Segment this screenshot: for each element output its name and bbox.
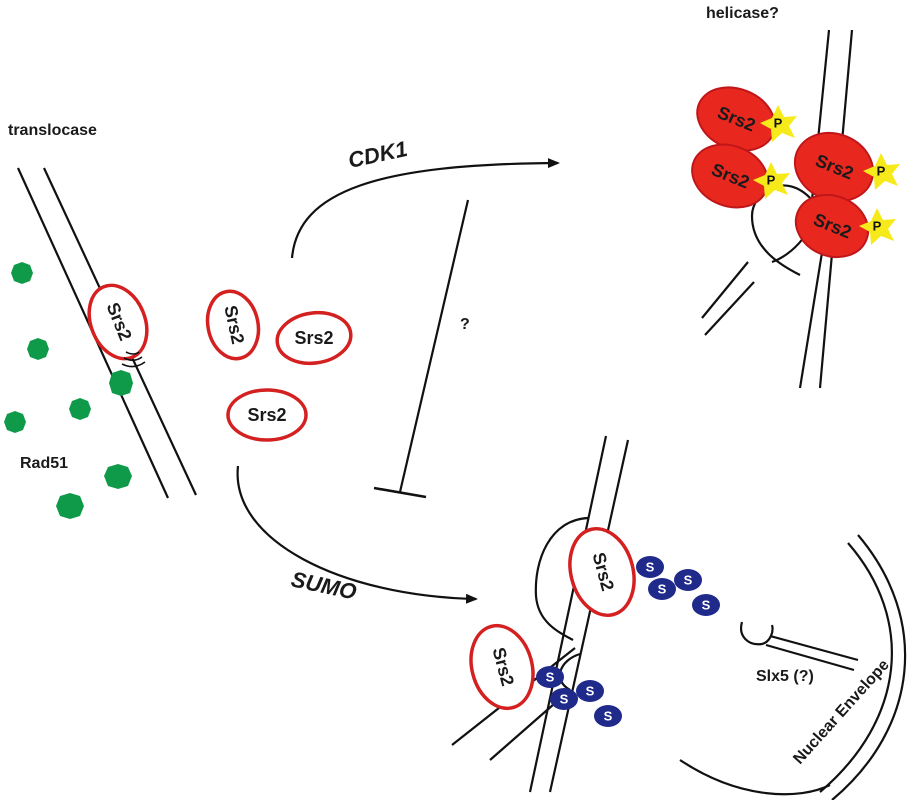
srs2-free-1: Srs2 (205, 289, 261, 361)
srs2-free-3: Srs2 (226, 388, 308, 442)
slx5-receptor (740, 621, 859, 672)
srs2-label: Srs2 (294, 328, 333, 348)
rad51-octagon (109, 370, 133, 396)
cdk1-label: CDK1 (346, 136, 410, 173)
sumo-bead: S (636, 556, 664, 578)
svg-text:S: S (684, 572, 693, 587)
sumo-bead: S (536, 666, 564, 688)
svg-text:S: S (604, 708, 613, 723)
phosphate-star: P (863, 153, 900, 190)
rad51-label: Rad51 (20, 455, 68, 472)
rad51-octagon (4, 411, 26, 433)
phosphate-star: P (760, 105, 797, 142)
sumo-chain-lower: S S S S (536, 666, 622, 727)
sumo-bead: S (576, 680, 604, 702)
svg-text:S: S (702, 597, 711, 612)
phosphate-star: P (859, 208, 896, 245)
phospho-label: P (774, 115, 783, 130)
rad51-octagon (27, 338, 49, 360)
svg-text:S: S (560, 691, 569, 706)
srs2-label: Srs2 (247, 405, 286, 425)
sumo-bead: S (550, 688, 578, 710)
srs2-sumoylated-1: Srs2 (568, 526, 636, 618)
rad51-filament-proteins (4, 262, 133, 519)
nuclear-envelope (679, 534, 907, 801)
phospho-label: P (767, 172, 776, 187)
cdk1-arrow (290, 158, 560, 259)
sumo-bead: S (648, 578, 676, 600)
srs2-phospho-2: Srs2 (691, 143, 769, 209)
sumo-bead: S (692, 594, 720, 616)
rad51-octagon (56, 493, 84, 519)
phospho-label: P (873, 218, 882, 233)
sumo-arrow (236, 465, 478, 604)
rad51-octagon (11, 262, 33, 284)
question-mark-label: ? (460, 316, 470, 333)
sumo-label: SUMO (289, 566, 359, 604)
srs2-bound-translocase: Srs2 (87, 283, 149, 361)
srs2-free-2: Srs2 (275, 310, 353, 366)
sumo-bead: S (674, 569, 702, 591)
svg-text:S: S (586, 683, 595, 698)
phosphate-star: P (753, 162, 790, 199)
motion-lines (121, 351, 146, 368)
rad51-octagon (104, 464, 132, 489)
sumo-bead: S (594, 705, 622, 727)
phospho-label: P (877, 163, 886, 178)
srs2-phospho-4: Srs2 (794, 193, 870, 259)
srs2-sumoylated-2: Srs2 (469, 623, 535, 711)
slx5-label: Slx5 (?) (756, 668, 814, 685)
helicase-label: helicase? (706, 5, 779, 22)
rad51-octagon (69, 398, 91, 420)
svg-text:S: S (658, 581, 667, 596)
dna-replication-fork-bottom (451, 435, 630, 793)
sumo-chain-upper: S S S S (636, 556, 720, 616)
svg-text:S: S (646, 559, 655, 574)
srs2-phospho-3: Srs2 (793, 131, 875, 203)
inhibition-line (373, 199, 470, 499)
svg-text:S: S (546, 669, 555, 684)
translocase-label: translocase (8, 122, 97, 139)
